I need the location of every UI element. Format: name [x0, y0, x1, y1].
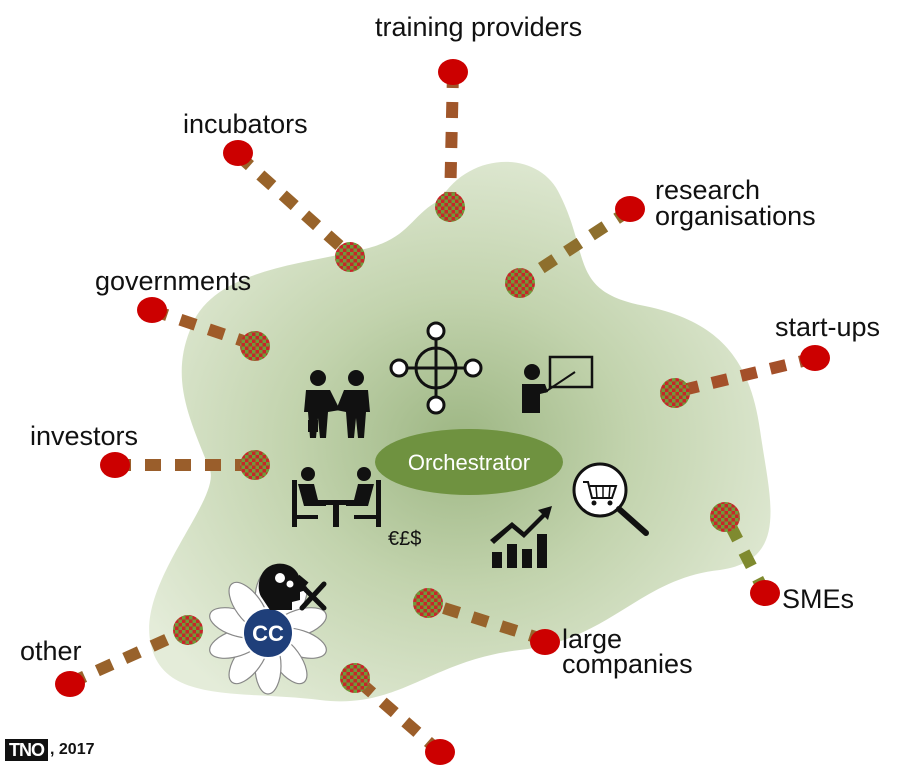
inner-node-incubators — [335, 242, 365, 272]
label-research-line1: research — [655, 175, 760, 205]
growth-chart-icon — [490, 506, 552, 568]
link-incubators — [234, 150, 354, 260]
label-large-line1: large — [562, 624, 622, 654]
node-bottom — [425, 739, 455, 765]
currency-symbols: €£$ — [388, 528, 421, 550]
inner-node-training — [435, 192, 465, 222]
label-investors: investors — [30, 421, 138, 451]
inner-node-bottom — [340, 663, 370, 693]
node-start-ups — [800, 345, 830, 371]
cc-label: CC — [252, 621, 284, 646]
footer-credit: TNO , 2017 — [5, 738, 94, 762]
inner-node-governments — [240, 331, 270, 361]
handshake-icon — [304, 370, 370, 438]
network-hub-icon — [389, 321, 483, 415]
footer-year: , 2017 — [50, 741, 95, 758]
label-training-providers: training providers — [375, 12, 582, 42]
orchestrator-hub — [375, 429, 563, 495]
node-smes — [750, 580, 780, 606]
label-research-line2: organisations — [655, 201, 816, 231]
node-other — [55, 671, 85, 697]
node-incubators — [223, 140, 253, 166]
node-training-providers — [438, 59, 468, 85]
inner-node-investors — [240, 450, 270, 480]
head-gears-icon — [258, 563, 306, 610]
label-incubators: incubators — [183, 109, 308, 139]
label-large-line2: companies — [562, 649, 693, 679]
inner-node-start-ups — [660, 378, 690, 408]
label-other: other — [20, 636, 82, 666]
connections — [67, 71, 817, 757]
link-other — [67, 624, 191, 689]
outer-nodes — [55, 59, 830, 765]
orchestrator-label: Orchestrator — [408, 450, 530, 475]
label-start-ups: start-ups — [775, 312, 880, 342]
cc-flower-icon: CC — [209, 571, 327, 695]
link-governments — [150, 304, 257, 351]
label-smes: SMEs — [782, 584, 854, 614]
inner-nodes — [173, 192, 740, 693]
link-bottom — [351, 673, 444, 757]
node-governments — [137, 297, 167, 323]
link-large-companies — [426, 597, 547, 646]
inner-node-other — [173, 615, 203, 645]
tools-icon — [294, 574, 327, 611]
inner-node-large — [413, 588, 443, 618]
inner-node-research — [505, 268, 535, 298]
link-training-providers — [444, 71, 459, 206]
link-start-ups — [673, 352, 817, 398]
tno-logo: TNO — [5, 739, 48, 761]
node-large-companies — [530, 629, 560, 655]
link-research-organisations — [516, 204, 634, 288]
node-investors — [100, 452, 130, 478]
label-governments: governments — [95, 266, 251, 296]
shopping-search-icon — [572, 462, 649, 536]
meeting-icon — [292, 467, 381, 527]
node-research-organisations — [615, 196, 645, 222]
presenter-icon — [522, 355, 594, 413]
inner-node-smes — [710, 502, 740, 532]
